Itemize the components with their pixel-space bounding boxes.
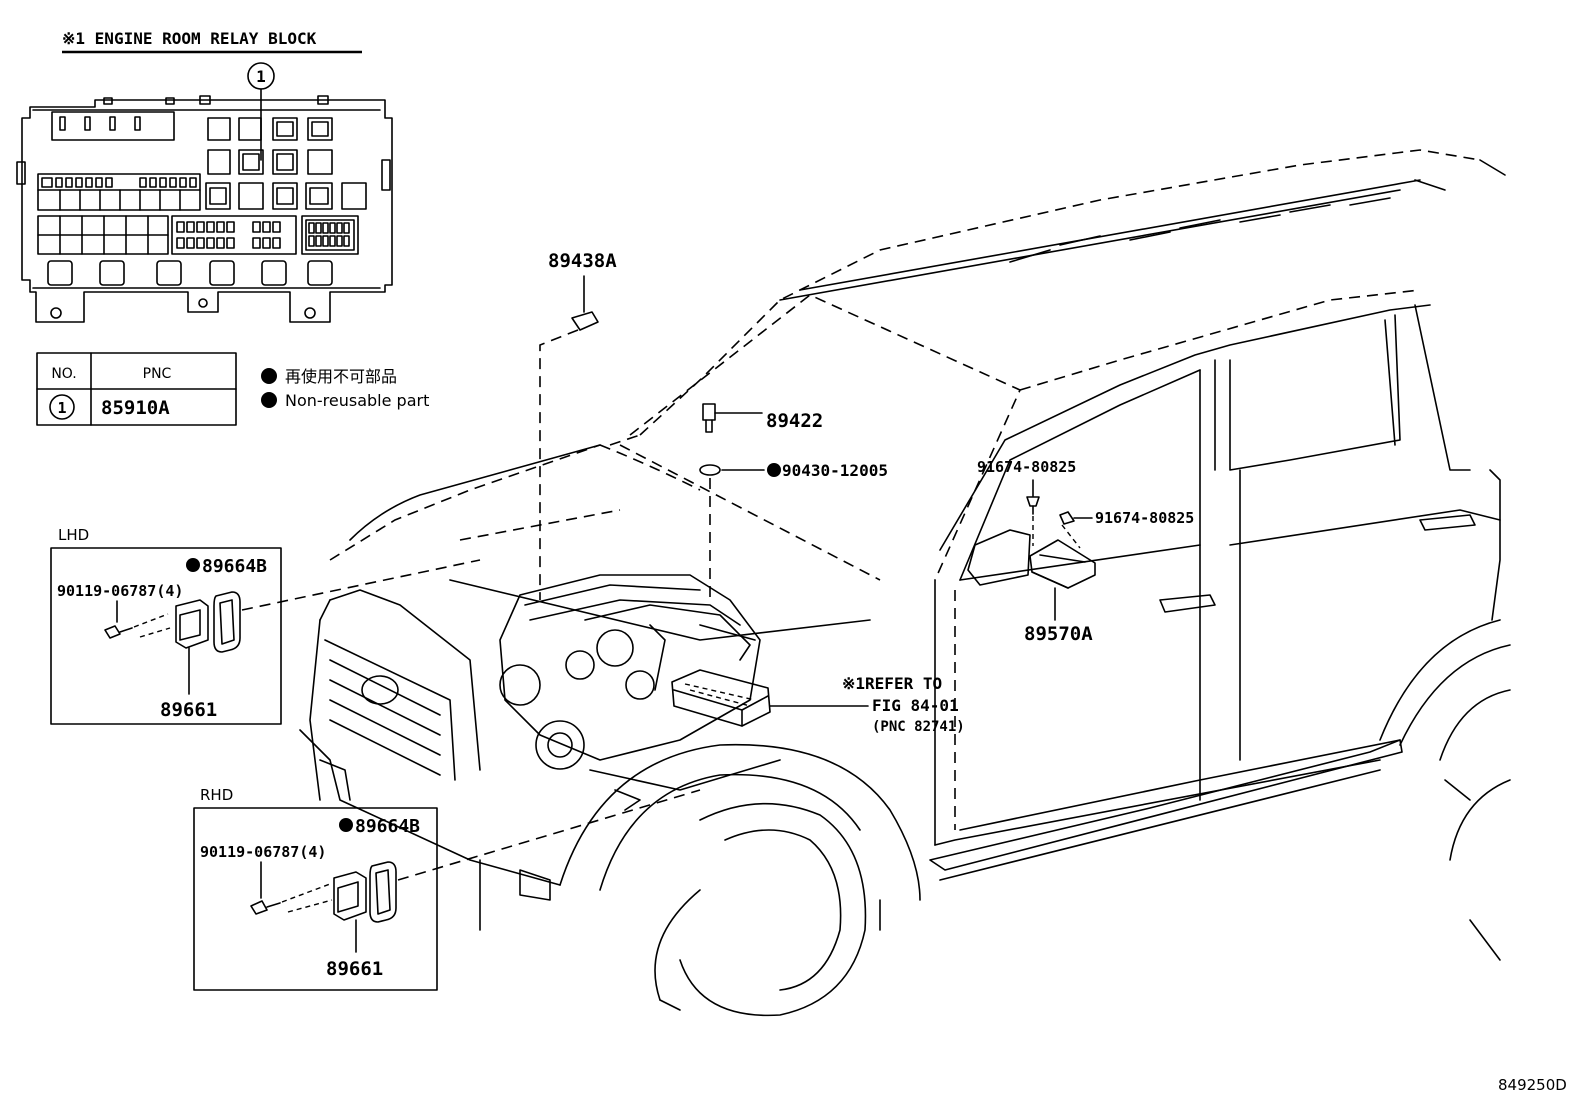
rhd-sensor-label: 89661 xyxy=(326,958,383,980)
relay-block-group: ※1 ENGINE ROOM RELAY BLOCK 1 xyxy=(16,29,429,426)
table-header-no: NO. xyxy=(51,366,76,382)
figure-id: 849250D xyxy=(1498,1076,1567,1094)
non-reusable-dot xyxy=(261,368,277,384)
relay-block-title: ※1 ENGINE ROOM RELAY BLOCK xyxy=(62,29,317,48)
legend-text-en: Non-reusable part xyxy=(285,391,429,410)
part-89570A-group: 91674-80825 91674-80825 89570A xyxy=(977,458,1194,645)
label-91674-80825-right: 91674-80825 xyxy=(1095,509,1194,527)
callout-number: 1 xyxy=(256,67,266,86)
lhd-box: LHD 89664B 90119-06787(4) 89661 xyxy=(50,526,481,725)
non-reusable-dot xyxy=(261,392,277,408)
rhd-box: RHD 89664B 90119-06787(4) 89661 xyxy=(193,786,701,991)
refer-line-1: ※1REFER TO xyxy=(842,674,942,693)
relay-block-drawing xyxy=(16,95,393,323)
vehicle-outline xyxy=(299,149,1511,1017)
pnc-table: NO. PNC 1 85910A xyxy=(36,352,237,426)
legend-text-ja: 再使用不可部品 xyxy=(285,367,397,386)
refer-line-2: FIG 84-01 xyxy=(872,696,959,715)
label-91674-80825-top: 91674-80825 xyxy=(977,458,1076,476)
label-89438A: 89438A xyxy=(548,250,617,272)
part-89422: 89422 xyxy=(702,403,823,433)
rhd-bolt-label: 90119-06787(4) xyxy=(200,843,326,861)
part-90430-12005: 90430-12005 xyxy=(699,461,888,600)
part-89438A: 89438A xyxy=(539,250,617,600)
non-reusable-dot xyxy=(767,463,781,477)
non-reusable-dot xyxy=(339,818,353,832)
non-reusable-dot xyxy=(186,558,200,572)
engine-bay-relay-block xyxy=(671,669,771,727)
lhd-bolt-label: 90119-06787(4) xyxy=(57,582,183,600)
engine-drawing xyxy=(499,574,781,811)
lhd-title: LHD xyxy=(58,526,89,544)
label-90430-12005: 90430-12005 xyxy=(782,461,888,480)
lhd-sensor-label: 89661 xyxy=(160,699,217,721)
legend: 再使用不可部品 Non-reusable part xyxy=(261,367,429,410)
refer-line-3: (PNC 82741) xyxy=(872,719,965,735)
label-89570A: 89570A xyxy=(1024,623,1093,645)
table-row-pnc: 85910A xyxy=(101,397,170,419)
rhd-seal-label: 89664B xyxy=(355,816,420,837)
table-row-no: 1 xyxy=(57,399,66,417)
table-no-circle xyxy=(49,394,75,420)
label-89422: 89422 xyxy=(766,410,823,432)
rhd-title: RHD xyxy=(200,786,233,804)
table-header-pnc: PNC xyxy=(143,366,172,382)
lhd-seal-label: 89664B xyxy=(202,556,267,577)
refer-note: ※1REFER TO FIG 84-01 (PNC 82741) xyxy=(769,674,965,735)
